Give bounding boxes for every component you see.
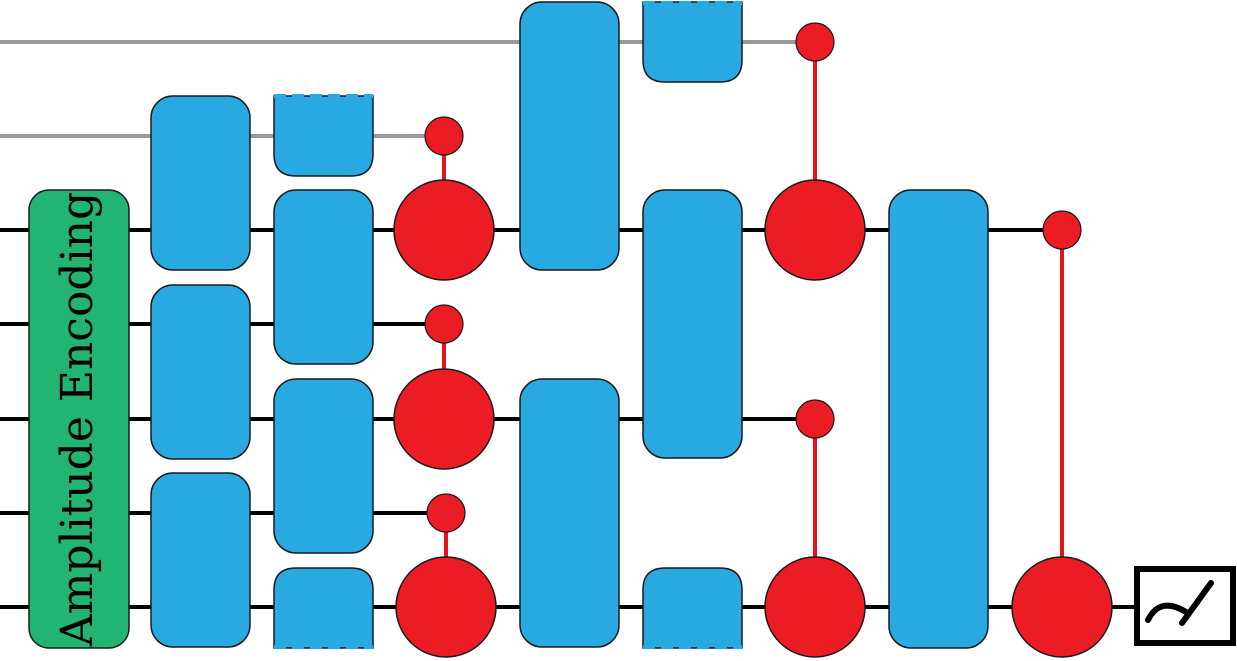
amplitude-encoding-label: Amplitude Encoding bbox=[52, 192, 103, 647]
controlled-target-gate bbox=[1011, 556, 1113, 658]
gate-block-partial bbox=[273, 567, 374, 649]
gate-block bbox=[150, 284, 251, 460]
gate-block bbox=[150, 472, 251, 648]
control-dot bbox=[795, 399, 835, 439]
control-dot bbox=[426, 493, 466, 533]
gate-block-partial bbox=[642, 567, 743, 649]
gate-block bbox=[519, 378, 620, 648]
gate-block bbox=[642, 189, 743, 459]
gate-block bbox=[519, 1, 620, 271]
gate-block-partial bbox=[642, 1, 743, 83]
controlled-target-gate bbox=[764, 179, 866, 281]
gate-block bbox=[888, 189, 989, 649]
control-dot bbox=[1042, 210, 1082, 250]
controlled-target-gate bbox=[393, 368, 495, 470]
controlled-target-gate bbox=[764, 556, 866, 658]
gate-block bbox=[273, 189, 374, 365]
amplitude-encoding-block bbox=[28, 189, 130, 649]
gate-block-partial bbox=[273, 95, 374, 177]
measurement-meter-icon bbox=[1134, 566, 1236, 646]
controlled-target-gate bbox=[395, 556, 497, 658]
control-dot bbox=[795, 22, 835, 62]
control-dot bbox=[424, 116, 464, 156]
control-dot bbox=[424, 304, 464, 344]
gate-block bbox=[273, 378, 374, 554]
controlled-target-gate bbox=[393, 179, 495, 281]
gate-block bbox=[150, 95, 251, 271]
